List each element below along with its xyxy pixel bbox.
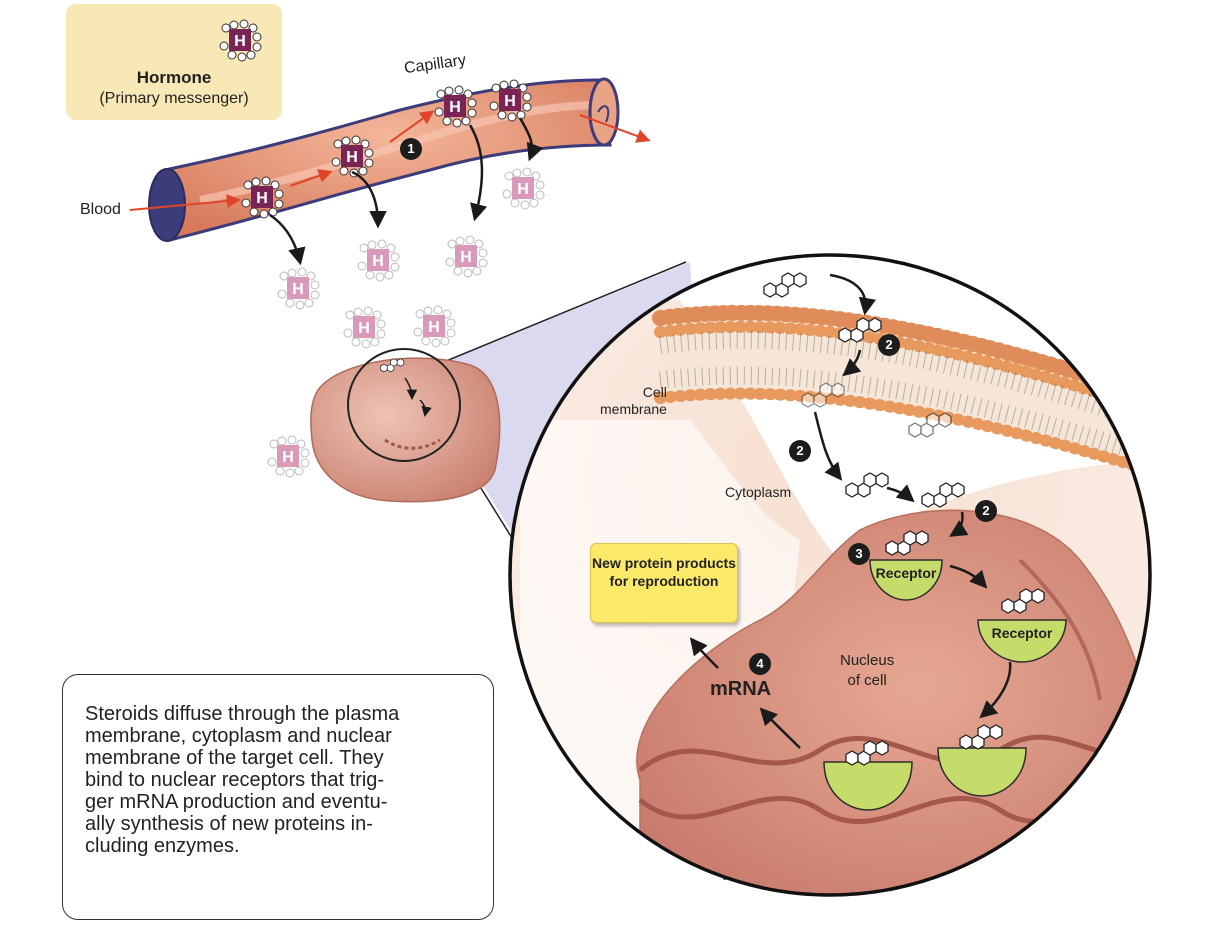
blood-flow-arrow <box>289 169 333 187</box>
cell-membrane <box>652 304 1150 476</box>
diffusion-arrow <box>813 411 843 481</box>
hormone-in-blood: H <box>241 176 284 219</box>
nucleus-label: Nucleus of cell <box>840 652 895 689</box>
hormone-exit-arrow <box>518 117 544 162</box>
caption-text: Steroids diffuse through the plasma memb… <box>85 703 400 857</box>
hormone-symbol: H <box>372 253 384 270</box>
step-marker-3: 3 <box>848 543 870 565</box>
transcription-arrow <box>759 707 801 749</box>
receptor-move-arrow <box>979 661 1012 719</box>
hormone-symbol: H <box>358 320 370 337</box>
receptor-move-arrow <box>949 564 988 589</box>
blood-flow-arrow <box>389 110 435 143</box>
diffusion-arrow <box>829 273 877 316</box>
step-marker-4: 4 <box>749 653 771 675</box>
hormone-in-tissue: H <box>277 267 320 310</box>
hormone-in-blood: H <box>489 79 532 122</box>
legend-title: Hormone <box>136 68 212 87</box>
magnify-lens <box>347 348 461 462</box>
hormone-exit-arrow <box>468 124 488 222</box>
hormone-legend: H Hormone (Primary messenger) <box>66 4 282 120</box>
hormone-in-tissue: H <box>413 305 456 348</box>
hormone-in-tissue: H <box>502 167 545 210</box>
receptor-label: Receptor <box>992 625 1053 641</box>
hormone-symbol: H <box>292 281 304 298</box>
hormone-legend-icon: H <box>219 19 262 62</box>
cytoplasm-label: Cytoplasm <box>725 484 792 500</box>
step-marker-2: 2 <box>975 500 997 522</box>
receptor-2: Receptor <box>977 619 1067 663</box>
blood-label: Blood <box>80 201 121 218</box>
receptor-1: Receptor <box>869 559 943 601</box>
hormone-in-blood: H <box>331 135 374 178</box>
hormone-symbol: H <box>449 99 461 116</box>
capillary-outlet <box>588 77 620 147</box>
hormone-in-tissue: H <box>343 306 386 349</box>
cell-membrane-label: Cell membrane <box>600 384 667 417</box>
hormone-in-tissue: H <box>357 239 400 282</box>
receptor-dna-bound-2 <box>937 747 1027 797</box>
hormone-symbol: H <box>460 249 472 266</box>
hormone-symbol: H <box>517 181 529 198</box>
hormone-symbol: H <box>256 190 268 207</box>
legend-subtitle: (Primary messenger) <box>99 90 249 107</box>
hormone-in-tissue: H <box>267 435 310 478</box>
hormone-symbol: H <box>504 93 516 110</box>
step-marker-2: 2 <box>878 334 900 356</box>
diffusion-arrow <box>842 349 862 377</box>
caption-box: Steroids diffuse through the plasma memb… <box>62 674 494 920</box>
receptor-label: Receptor <box>876 565 937 581</box>
protein-products-box: New protein products for reproduction <box>590 543 738 623</box>
step-marker-1: 1 <box>400 138 422 160</box>
blood-inflow-arrow <box>129 194 241 211</box>
protein-products-label: New protein products for reproduction <box>592 555 736 589</box>
hormone-symbol: H <box>428 319 440 336</box>
hormone-in-tissue: H <box>445 235 488 278</box>
diffusion-arrow <box>886 484 915 503</box>
receptor-dna-bound-1 <box>823 761 913 811</box>
hormone-in-blood: H <box>434 85 477 128</box>
translation-arrow <box>689 637 719 669</box>
hormone-symbol: H <box>346 149 358 166</box>
hormone-symbol: H <box>234 33 246 50</box>
blood-outflow-arrow <box>579 114 651 143</box>
hormone-exit-arrow <box>351 170 387 229</box>
step-marker-2: 2 <box>789 440 811 462</box>
hormone-symbol: H <box>282 449 294 466</box>
hormone-exit-arrow <box>269 213 306 266</box>
mrna-label: mRNA <box>710 678 772 700</box>
target-cell <box>310 357 501 503</box>
diffusion-arrow <box>949 511 969 537</box>
